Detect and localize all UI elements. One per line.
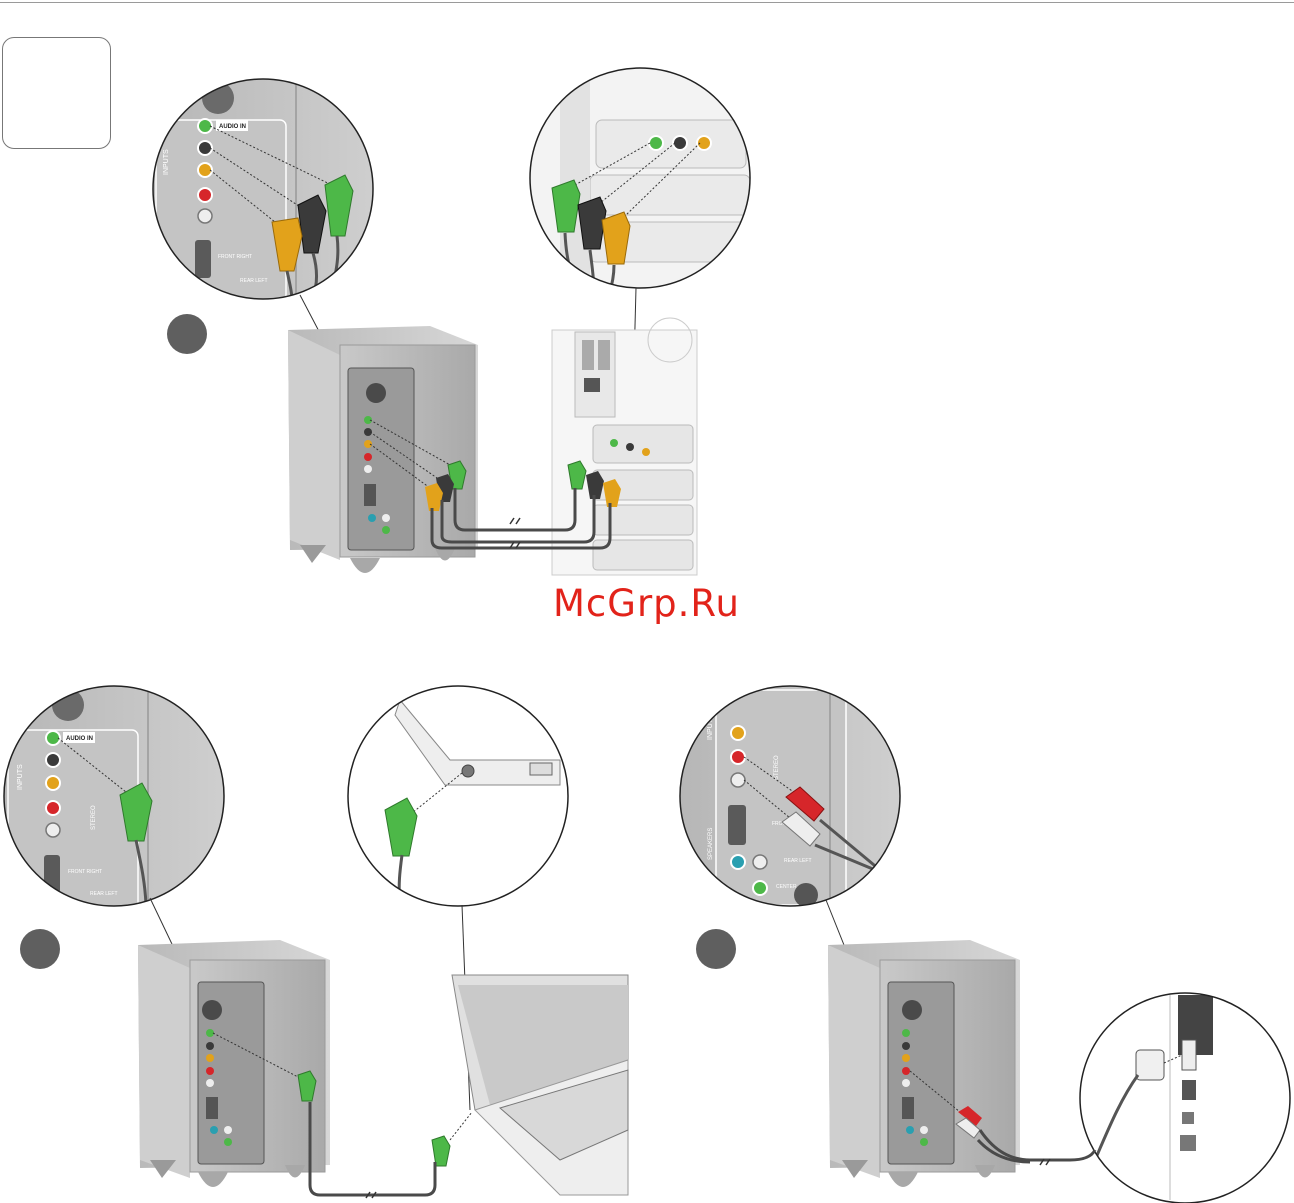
zoom-tv-port [1078,992,1293,1203]
subwoofer-2 [138,940,330,1187]
zoom-subwoofer-panel-3: INPUTS STEREO SPEAKERS FRONT RIGHT REAR … [678,686,903,911]
rear-left-label-1: REAR LEFT [240,278,268,284]
stereo-label-3: STEREO [774,755,780,780]
speakers-label-3: SPEAKERS [708,828,714,860]
pc-tower [552,318,697,575]
stereo-label-2: STEREO [91,805,97,830]
zoom-subwoofer-panel-2: AUDIO IN INPUTS STEREO FRONT RIGHT REAR … [0,686,230,915]
subwoofer-1 [288,326,478,573]
front-right-label-1: FRONT RIGHT [218,254,252,260]
rear-left-label-3: REAR LEFT [784,858,812,864]
audio-in-label-2: AUDIO IN [66,736,93,742]
front-right-label-2: FRONT RIGHT [68,869,102,875]
inputs-label-1: INPUTS [163,149,170,175]
rear-left-label-2: REAR LEFT [90,891,118,897]
zoom-laptop-port [348,686,570,908]
zoom-subwoofer-panel-1: AUDIO IN INPUTS FRONT RIGHT REAR LEFT [150,78,380,305]
zoom-pc-soundcard [530,68,752,290]
inputs-label-2: INPUTS [17,764,24,790]
laptop [432,975,628,1195]
audio-in-label-1: AUDIO IN [219,124,246,130]
center-label-3: CENTER [776,884,797,890]
